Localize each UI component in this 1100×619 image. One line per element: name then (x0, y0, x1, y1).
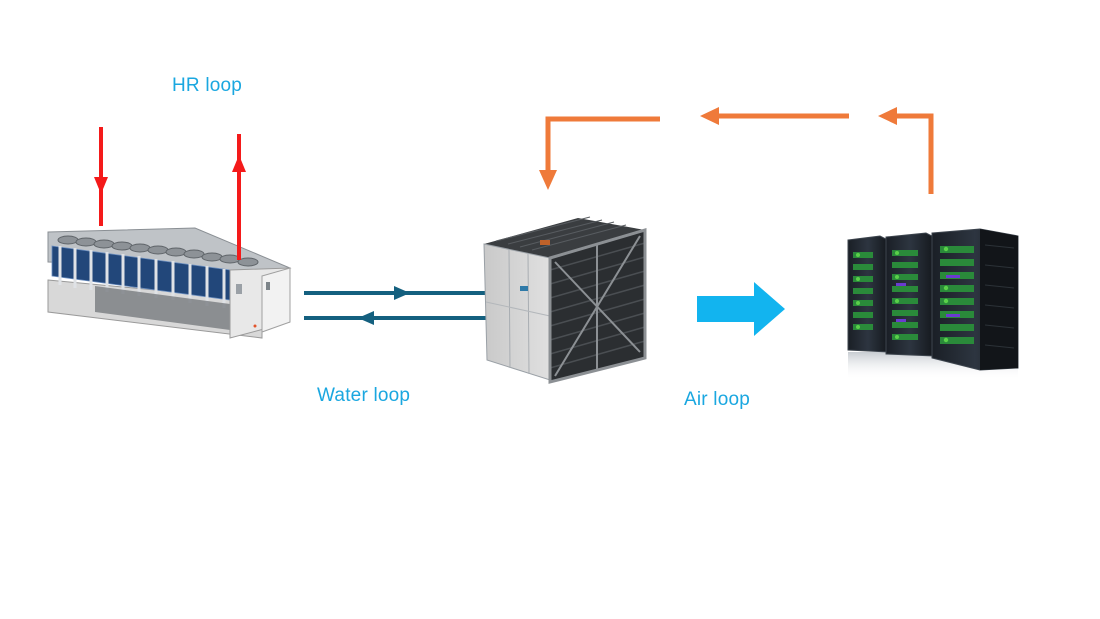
hr-loop-arrows (94, 127, 246, 260)
air-loop-label: Air loop (684, 389, 751, 410)
air-supply-arrow (697, 282, 785, 336)
server-rack-right (931, 228, 1019, 371)
server-rack-left (847, 235, 889, 353)
water-return-arrow (304, 311, 486, 325)
air-cooled-chiller (47, 227, 292, 339)
hr-return-arrow (232, 134, 246, 260)
server-racks (847, 228, 1019, 380)
return-air-path (539, 107, 934, 194)
water-loop-label: Water loop (317, 385, 411, 406)
hr-loop-label: HR loop (172, 75, 243, 96)
hr-supply-arrow (94, 127, 108, 226)
water-supply-arrow (304, 286, 486, 300)
server-rack-middle (885, 232, 935, 357)
air-handling-unit (483, 216, 647, 384)
water-loop-pipes (304, 286, 486, 325)
